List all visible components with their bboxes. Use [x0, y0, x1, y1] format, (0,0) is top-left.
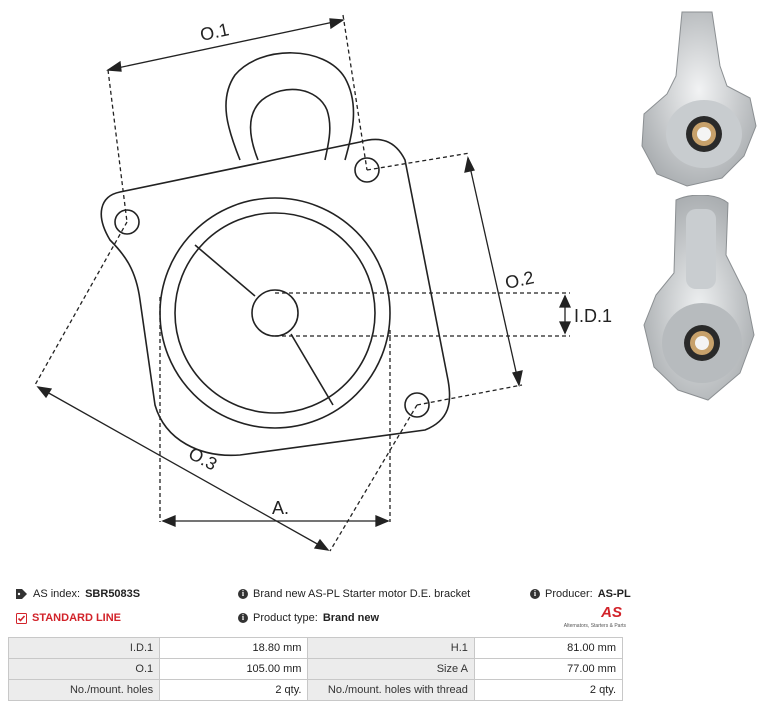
description-text: Brand new AS-PL Starter motor D.E. brack… — [253, 588, 471, 600]
product-type-value: Brand new — [322, 612, 380, 624]
as-index-value: SBR5083S — [85, 588, 141, 600]
spec-key: No./mount. holes with thread — [307, 679, 475, 701]
label-o3: O.3 — [185, 443, 220, 474]
product-photo-bottom — [643, 195, 755, 401]
spec-key: H.1 — [307, 637, 475, 659]
product-photo-top — [641, 11, 757, 187]
housing-segment — [194, 244, 334, 406]
bracket-eye — [225, 52, 355, 161]
table-row: No./mount. holes 2 qty. No./mount. holes… — [7, 679, 624, 701]
spec-value: 77.00 mm — [473, 658, 624, 680]
info-icon: i — [530, 589, 540, 599]
label-o2: O.2 — [503, 267, 536, 293]
mount-hole-left — [114, 209, 140, 235]
label-a: A. — [272, 498, 289, 518]
spec-key: Size A — [307, 658, 475, 680]
standard-line-row: STANDARD LINE — [16, 612, 121, 624]
check-icon — [16, 612, 27, 624]
as-index-row: AS index: SBR5083S — [16, 588, 140, 600]
spec-value: 18.80 mm — [159, 637, 309, 659]
spec-key: O.1 — [7, 658, 161, 680]
spec-value: 2 qty. — [473, 679, 624, 701]
bushing-circle — [251, 289, 299, 337]
logo-mark: AS — [601, 604, 622, 621]
spec-value: 81.00 mm — [473, 637, 624, 659]
producer-row: i Producer: AS-PL — [530, 588, 631, 600]
as-index-label: AS index: — [33, 588, 81, 600]
product-type-row: i Product type: Brand new — [238, 612, 379, 624]
table-row: O.1 105.00 mm Size A 77.00 mm — [7, 658, 624, 680]
product-type-label: Product type: — [253, 612, 318, 624]
standard-line-label: STANDARD LINE — [32, 612, 122, 624]
spec-key: No./mount. holes — [7, 679, 161, 701]
housing-outer-circle — [159, 197, 391, 429]
mount-hole-bottom-right — [404, 392, 430, 418]
spec-value: 2 qty. — [159, 679, 309, 701]
as-pl-logo: AS Alternators, Starters & Parts — [562, 604, 626, 634]
info-icon: i — [238, 589, 248, 599]
table-row: I.D.1 18.80 mm H.1 81.00 mm — [7, 637, 624, 659]
description-row: i Brand new AS-PL Starter motor D.E. bra… — [238, 588, 470, 600]
spec-key: I.D.1 — [7, 637, 161, 659]
bracket-flange — [100, 138, 451, 457]
logo-tagline: Alternators, Starters & Parts — [563, 623, 626, 629]
mount-hole-top-right — [354, 157, 380, 183]
housing-inner-circle — [174, 212, 376, 414]
label-id1: I.D.1 — [574, 306, 612, 326]
technical-drawing: O.1 O.2 O.3 I.D.1 A. — [34, 14, 612, 552]
producer-value: AS-PL — [597, 588, 631, 600]
tag-icon — [16, 589, 28, 599]
spec-value: 105.00 mm — [159, 658, 309, 680]
producer-label: Producer: — [545, 588, 593, 600]
spec-table: I.D.1 18.80 mm H.1 81.00 mm O.1 105.00 m… — [7, 637, 624, 701]
info-icon: i — [238, 613, 248, 623]
label-o1: O.1 — [198, 19, 231, 45]
